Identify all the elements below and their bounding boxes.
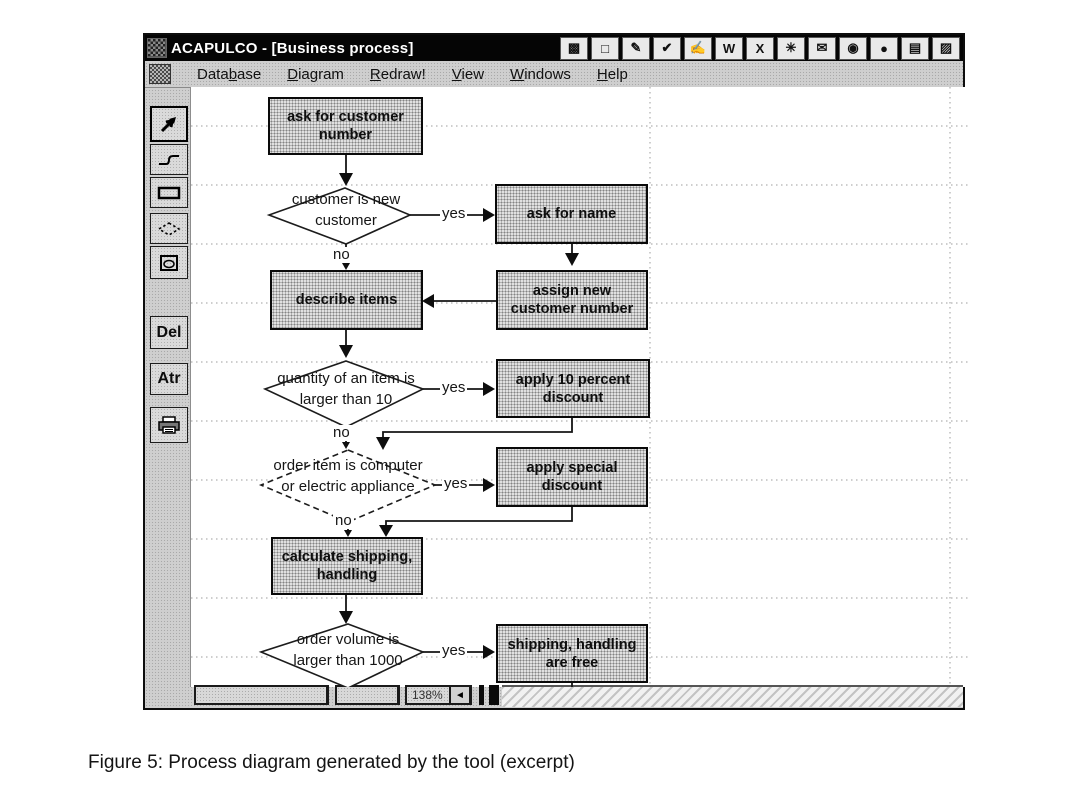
attributes-button[interactable]: Atr bbox=[150, 363, 188, 395]
menu-view[interactable]: View bbox=[452, 66, 484, 83]
menu-windows-key: W bbox=[510, 65, 525, 83]
decision-tool-button[interactable] bbox=[150, 213, 188, 244]
excel-icon[interactable]: X bbox=[746, 36, 774, 60]
figure-caption: Figure 5: Process diagram generated by t… bbox=[88, 752, 575, 773]
find-icon[interactable]: ◉ bbox=[839, 36, 867, 60]
office-shortcut-bar: ▩ □ ✎ ✔ ✍ W X ✳ ✉ ◉ ● ▤ ▨ bbox=[557, 35, 963, 61]
menu-view-post: iew bbox=[461, 65, 485, 83]
box-tool-button[interactable] bbox=[150, 177, 188, 208]
process-box-apply-10-percent[interactable]: apply 10 percent discount bbox=[496, 359, 650, 418]
document-app-icon[interactable] bbox=[149, 64, 171, 84]
delete-button-label: Del bbox=[156, 323, 182, 341]
ne-arrow-icon bbox=[160, 117, 176, 133]
delete-button[interactable]: Del bbox=[150, 316, 188, 349]
process-box-assign-customer-number[interactable]: assign new customer number bbox=[496, 270, 648, 330]
menu-diagram-key: D bbox=[287, 65, 299, 83]
process-box-apply-special-discount[interactable]: apply special discount bbox=[496, 447, 648, 507]
menu-view-key: V bbox=[451, 65, 462, 83]
status-bar: 138% ◄ bbox=[145, 683, 963, 708]
menu-help[interactable]: Help bbox=[597, 66, 628, 83]
menu-help-key: H bbox=[596, 65, 608, 83]
window-title: ACAPULCO - [Business process] bbox=[171, 39, 414, 57]
scrollbar-track[interactable] bbox=[502, 685, 963, 707]
pen-icon[interactable]: ✎ bbox=[622, 36, 650, 60]
pointer-tool-button[interactable] bbox=[150, 106, 188, 142]
status-panel-2 bbox=[335, 685, 400, 705]
diagram-canvas[interactable]: ask for customer number ask for name des… bbox=[190, 87, 968, 687]
edge-label-yes-3: yes bbox=[442, 475, 470, 492]
rectangle-icon bbox=[157, 186, 181, 199]
title-bar[interactable]: ACAPULCO - [Business process] ▩ □ ✎ ✔ ✍ … bbox=[145, 35, 963, 61]
decision-label-order-volume: order volume is larger than 1000 bbox=[293, 631, 403, 669]
menu-diagram[interactable]: Diagram bbox=[287, 66, 344, 83]
zoom-panel: 138% ◄ bbox=[405, 685, 472, 705]
zoom-level: 138% bbox=[412, 688, 443, 702]
edge-label-yes-2: yes bbox=[440, 379, 468, 396]
menu-redraw-key: R bbox=[369, 65, 381, 83]
curved-line-icon bbox=[159, 154, 179, 165]
box-ellipse-icon bbox=[160, 254, 178, 271]
scroll-left-button[interactable]: ◄ bbox=[449, 687, 469, 703]
status-panel-1 bbox=[194, 685, 329, 705]
process-box-ask-for-name[interactable]: ask for name bbox=[495, 184, 648, 244]
decision-label-order-item: order item is computer or electric appli… bbox=[273, 457, 423, 495]
word-icon[interactable]: W bbox=[715, 36, 743, 60]
edge-label-yes-1: yes bbox=[440, 205, 468, 222]
mail-out-icon[interactable]: ✉ bbox=[808, 36, 836, 60]
tasks-check-icon[interactable]: ✔ bbox=[653, 36, 681, 60]
attributes-button-label: Atr bbox=[157, 370, 181, 387]
menu-redraw[interactable]: Redraw! bbox=[370, 66, 426, 83]
print-button[interactable] bbox=[150, 407, 188, 443]
menu-windows-post: indows bbox=[524, 65, 571, 83]
connector-tool-button[interactable] bbox=[150, 144, 188, 175]
edge-label-yes-4: yes bbox=[440, 642, 468, 659]
arrow-heads bbox=[339, 173, 579, 659]
office-grid-icon[interactable]: ▩ bbox=[560, 36, 588, 60]
process-box-describe-items[interactable]: describe items bbox=[270, 270, 423, 330]
menu-diagram-post: iagram bbox=[298, 65, 344, 83]
tool-palette: Del Atr bbox=[145, 87, 190, 708]
edge-label-no-2: no bbox=[331, 424, 352, 441]
menu-database-pre: Data bbox=[197, 65, 229, 83]
scrollbar-thumb[interactable] bbox=[489, 685, 499, 705]
menu-help-post: elp bbox=[607, 65, 628, 83]
picture-icon[interactable]: ▤ bbox=[901, 36, 929, 60]
frame-tool-button[interactable] bbox=[150, 246, 188, 279]
menu-database-key: b bbox=[228, 65, 238, 83]
dashed-diamond-icon bbox=[157, 221, 181, 236]
schedule-icon[interactable]: ✳ bbox=[777, 36, 805, 60]
status-divider bbox=[479, 685, 484, 705]
menu-windows[interactable]: Windows bbox=[510, 66, 571, 83]
menu-bar: Database Diagram Redraw! View Windows He… bbox=[145, 61, 967, 88]
process-box-calculate-shipping[interactable]: calculate shipping, handling bbox=[271, 537, 423, 595]
decision-label-quantity: quantity of an item is larger than 10 bbox=[277, 370, 415, 408]
menu-database[interactable]: Database bbox=[197, 66, 261, 83]
clipart-icon[interactable]: ▨ bbox=[932, 36, 960, 60]
new-document-icon[interactable]: □ bbox=[591, 36, 619, 60]
edge-label-no-3: no bbox=[333, 512, 354, 529]
decision-order-volume[interactable] bbox=[258, 623, 426, 687]
menu-redraw-post: edraw! bbox=[380, 65, 426, 83]
edge-label-no-1: no bbox=[331, 246, 352, 263]
powerpoint-icon[interactable]: ● bbox=[870, 36, 898, 60]
decision-order-item[interactable] bbox=[258, 449, 438, 523]
process-box-ask-customer-number[interactable]: ask for customer number bbox=[268, 97, 423, 155]
menu-database-post: ase bbox=[237, 65, 262, 83]
printer-icon bbox=[158, 416, 180, 434]
grid-layer bbox=[191, 87, 968, 687]
note-write-icon[interactable]: ✍ bbox=[684, 36, 712, 60]
acapulco-window: ACAPULCO - [Business process] ▩ □ ✎ ✔ ✍ … bbox=[143, 33, 968, 710]
app-system-icon[interactable] bbox=[147, 38, 167, 58]
process-box-shipping-free[interactable]: shipping, handling are free bbox=[496, 624, 648, 683]
decision-label-new-customer: customer is new customer bbox=[291, 191, 401, 229]
